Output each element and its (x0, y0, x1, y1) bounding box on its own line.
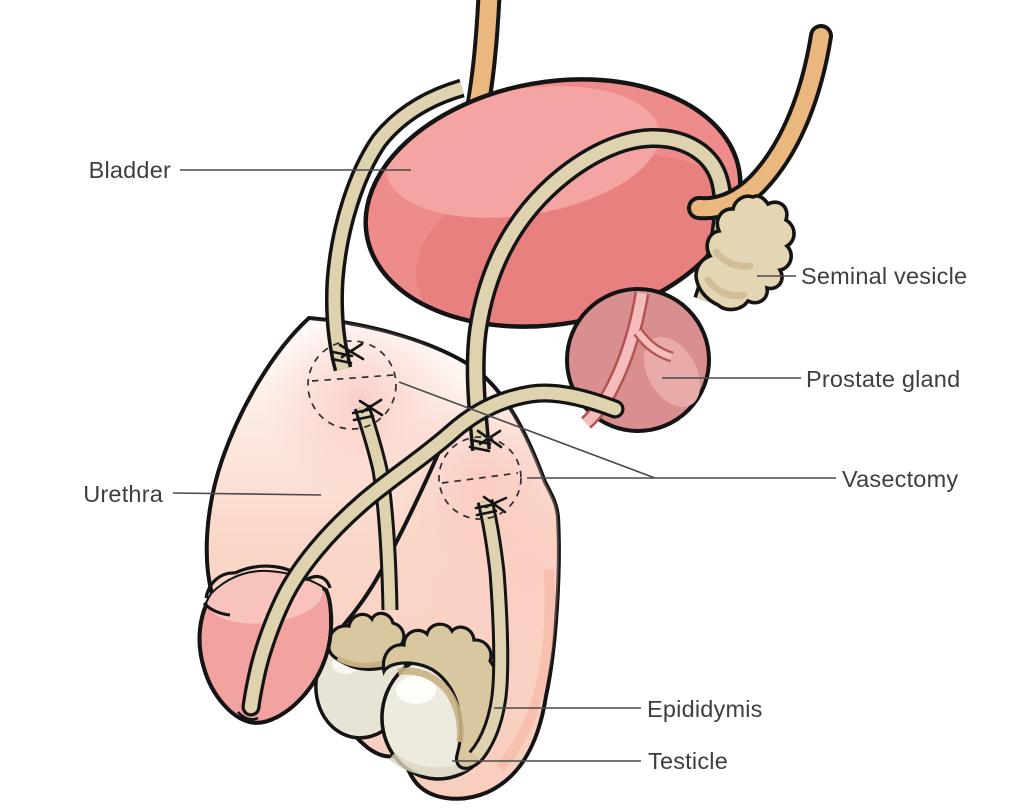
label-urethra: Urethra (83, 481, 163, 507)
leader-lines (172, 169, 836, 762)
leader-vasectomy (398, 381, 836, 479)
vas-deferens-left (324, 78, 465, 611)
label-seminal-vesicle: Seminal vesicle (801, 263, 967, 289)
right-ureter (687, 24, 833, 221)
left-ureter (465, 0, 502, 109)
labels: Bladder Seminal vesicle Prostate gland V… (83, 157, 967, 774)
label-vasectomy: Vasectomy (842, 466, 958, 492)
label-bladder: Bladder (89, 157, 171, 183)
suture-ties (468, 429, 508, 517)
urethra-tube (241, 383, 625, 717)
leader-urethra (172, 492, 322, 496)
label-testicle: Testicle (648, 748, 728, 774)
suture-ties (330, 342, 384, 422)
label-prostate-gland: Prostate gland (806, 366, 960, 392)
label-epididymis: Epididymis (647, 696, 763, 722)
vasectomy-site-2 (438, 429, 522, 520)
vasectomy-site-1 (307, 340, 397, 430)
seminal-vesicle-shape (694, 194, 796, 312)
